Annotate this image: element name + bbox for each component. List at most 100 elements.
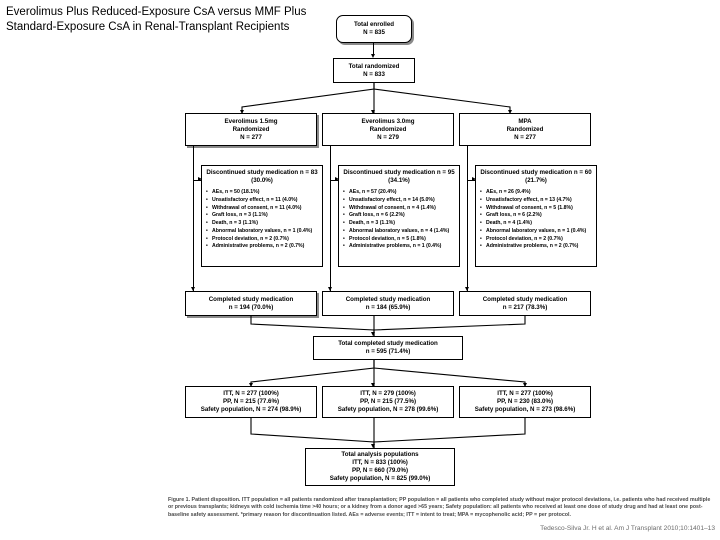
total-randomized-label: Total randomized	[348, 62, 400, 70]
pop3-itt: ITT, N = 277 (100%)	[497, 390, 553, 397]
list-item: Death, n = 3 (1.1%)	[206, 220, 319, 227]
pop2-safety: Safety population, N = 278 (99.6%)	[337, 406, 439, 413]
arm1-count: N = 277	[240, 133, 262, 141]
completed3-label: Completed study medication	[482, 295, 568, 303]
spine-arm3	[467, 146, 468, 300]
list-item: Graft loss, n = 6 (2.2%)	[343, 212, 456, 219]
spine-arm1	[193, 146, 194, 300]
box-completed-everolimus-3-0: Completed study medication n = 184 (65.9…	[322, 291, 454, 316]
disc1-header-l2: medication	[265, 169, 299, 176]
arrow-enrolled-randomized	[371, 54, 375, 58]
disc2-header-l3: n = 95 (34.1%)	[388, 169, 455, 184]
total-enrolled-label: Total enrolled	[353, 21, 395, 28]
total-completed-label: Total completed study medication	[338, 340, 438, 347]
disc3-header: Discontinued study medication n = 60 (21…	[479, 169, 593, 185]
box-arm-mpa: MPA Randomized N = 277	[459, 113, 591, 146]
list-item: Protocol deviation, n = 2 (0.7%)	[206, 236, 319, 243]
disc1-reason-list: AEs, n = 50 (18.1%) Unsatisfactory effec…	[205, 189, 319, 250]
list-item: Administrative problems, n = 2 (0.7%)	[206, 243, 319, 250]
pop1-safety: Safety population, N = 274 (98.9%)	[200, 406, 302, 413]
arrow-total-completed	[371, 332, 375, 336]
page-title-line1: Everolimus Plus Reduced-Exposure CsA ver…	[6, 6, 307, 18]
list-item: Withdrawal of consent, n = 4 (1.4%)	[343, 205, 456, 212]
arm1-status: Randomized	[232, 125, 270, 133]
disc1-header: Discontinued study medication n = 83 (30…	[205, 169, 319, 185]
pop3-pp: PP, N = 230 (83.0%)	[496, 398, 554, 405]
branch-disc-3	[467, 180, 475, 181]
disc3-header-l2: medication	[539, 169, 573, 176]
box-population-everolimus-1-5: ITT, N = 277 (100%) PP, N = 215 (77.6%) …	[185, 386, 317, 418]
box-arm-everolimus-1-5: Everolimus 1.5mg Randomized N = 277	[185, 113, 317, 146]
arrow-disc-1	[198, 177, 202, 181]
list-item: Protocol deviation, n = 2 (0.7%)	[480, 236, 593, 243]
list-item: Abnormal laboratory values, n = 4 (1.4%)	[343, 228, 456, 235]
pop1-pp: PP, N = 215 (77.6%)	[222, 398, 280, 405]
arm2-count: N = 279	[377, 133, 399, 141]
box-population-everolimus-3-0: ITT, N = 279 (100%) PP, N = 215 (77.5%) …	[322, 386, 454, 418]
completed2-count: n = 184 (65.9%)	[365, 303, 411, 311]
completed1-label: Completed study medication	[208, 295, 294, 303]
connector-population-split	[180, 360, 580, 388]
list-item: Unsatisfactory effect, n = 14 (5.0%)	[343, 197, 456, 204]
citation: Tedesco-Silva Jr. H et al. Am J Transpla…	[540, 525, 715, 532]
arm3-count: N = 277	[514, 133, 536, 141]
disc3-header-l1: Discontinued study	[480, 169, 538, 176]
box-completed-mpa: Completed study medication n = 217 (78.3…	[459, 291, 591, 316]
total-pop-label: Total analysis populations	[341, 451, 419, 458]
connector-completed-merge	[180, 316, 580, 336]
arrow-disc-2	[335, 177, 339, 181]
arrow-population-1	[249, 383, 253, 387]
pop2-itt: ITT, N = 279 (100%)	[360, 390, 416, 397]
list-item: Protocol deviation, n = 5 (1.8%)	[343, 236, 456, 243]
arm2-status: Randomized	[369, 125, 407, 133]
arm3-status: Randomized	[506, 125, 544, 133]
total-randomized-count: N = 833	[363, 70, 385, 78]
box-total-completed: Total completed study medication n = 595…	[313, 336, 463, 360]
list-item: Withdrawal of consent, n = 11 (4.0%)	[206, 205, 319, 212]
box-arm-everolimus-3-0: Everolimus 3.0mg Randomized N = 279	[322, 113, 454, 146]
list-item: Administrative problems, n = 2 (0.7%)	[480, 243, 593, 250]
arm1-drug: Everolimus 1.5mg	[224, 117, 278, 125]
disc2-header-l1: Discontinued study	[343, 169, 401, 176]
disc1-header-l3: n = 83 (30.0%)	[251, 169, 318, 184]
completed1-count: n = 194 (70.0%)	[228, 303, 274, 311]
pop3-safety: Safety population, N = 273 (98.6%)	[474, 406, 576, 413]
box-discontinued-everolimus-3-0: Discontinued study medication n = 95 (34…	[338, 165, 460, 267]
arrow-completed-3	[465, 287, 469, 291]
arm3-drug: MPA	[518, 117, 532, 125]
page-title-line2: Standard-Exposure CsA in Renal-Transplan…	[6, 21, 290, 33]
list-item: Unsatisfactory effect, n = 13 (4.7%)	[480, 197, 593, 204]
arrow-population-2	[371, 383, 375, 387]
box-completed-everolimus-1-5: Completed study medication n = 194 (70.0…	[185, 291, 317, 316]
arrow-disc-3	[472, 177, 476, 181]
disc2-header-l2: medication	[402, 169, 436, 176]
connector-total-population-merge	[180, 418, 580, 448]
arrow-population-3	[523, 383, 527, 387]
list-item: AEs, n = 26 (9.4%)	[480, 189, 593, 196]
disc1-header-l1: Discontinued study	[206, 169, 264, 176]
figure-caption: Figure 1. Patient disposition. ITT popul…	[168, 497, 711, 518]
completed3-count: n = 217 (78.3%)	[502, 303, 548, 311]
completed2-label: Completed study medication	[345, 295, 431, 303]
total-completed-count: n = 595 (71.4%)	[365, 348, 411, 355]
arrow-arm-1	[240, 110, 244, 114]
list-item: Administrative problems, n = 1 (0.4%)	[343, 243, 456, 250]
arrow-completed-2	[328, 287, 332, 291]
arrow-arm-2	[371, 110, 375, 114]
disc2-reason-list: AEs, n = 57 (20.4%) Unsatisfactory effec…	[342, 189, 456, 250]
list-item: Unsatisfactory effect, n = 11 (4.0%)	[206, 197, 319, 204]
list-item: AEs, n = 50 (18.1%)	[206, 189, 319, 196]
box-population-mpa: ITT, N = 277 (100%) PP, N = 230 (83.0%) …	[459, 386, 591, 418]
list-item: Abnormal laboratory values, n = 1 (0.4%)	[206, 228, 319, 235]
disc2-header: Discontinued study medication n = 95 (34…	[342, 169, 456, 185]
list-item: Abnormal laboratory values, n = 1 (0.4%)	[480, 228, 593, 235]
box-total-populations: Total analysis populations ITT, N = 833 …	[305, 448, 455, 486]
pop1-itt: ITT, N = 277 (100%)	[223, 390, 279, 397]
arrow-completed-1	[191, 287, 195, 291]
box-discontinued-mpa: Discontinued study medication n = 60 (21…	[475, 165, 597, 267]
page-title: Everolimus Plus Reduced-Exposure CsA ver…	[6, 5, 336, 35]
box-total-randomized: Total randomized N = 833	[333, 58, 415, 83]
list-item: Withdrawal of consent, n = 5 (1.8%)	[480, 205, 593, 212]
arm2-drug: Everolimus 3.0mg	[361, 117, 415, 125]
